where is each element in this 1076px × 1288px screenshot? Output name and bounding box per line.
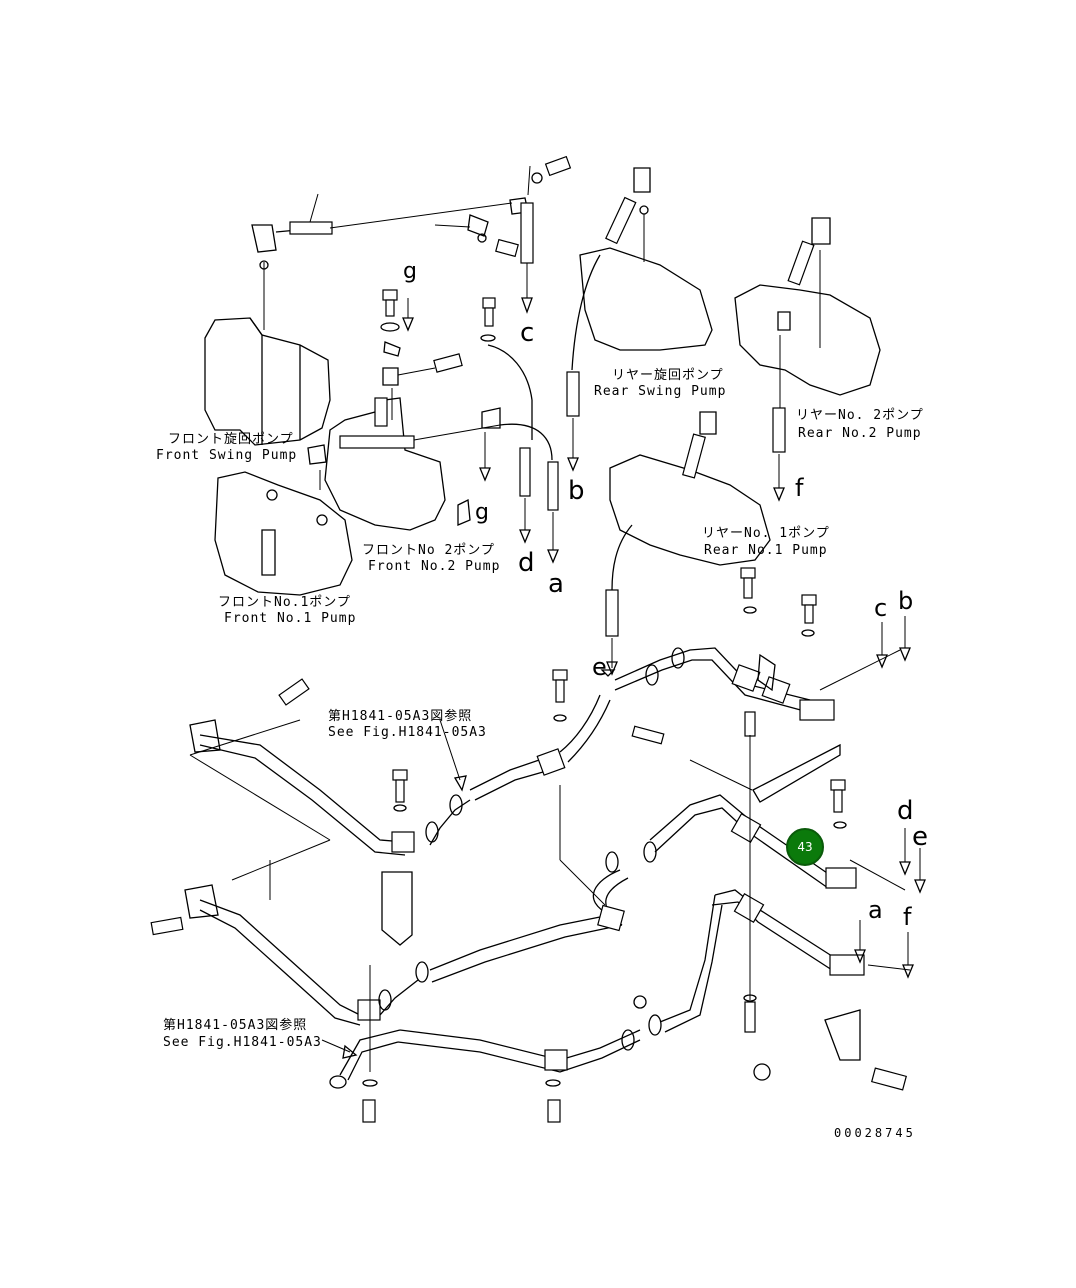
ref-letter-b: b: [568, 476, 585, 506]
ref-letter-d: d: [518, 548, 535, 578]
rear-no1-pump-drawing: [605, 411, 771, 676]
document-number: 00028745: [834, 1126, 916, 1140]
ref-letter-c: c: [874, 594, 888, 622]
front-no1-pump-label-en: Front No.1 Pump: [224, 611, 357, 626]
front-swing-pump-label-jp: フロント旋回ポンプ: [168, 432, 294, 447]
front-swing-pump-drawing: [204, 193, 513, 446]
rear-no1-pump-label-jp: リヤーNo. 1ポンプ: [702, 526, 830, 541]
ref-letter-a: a: [548, 569, 564, 599]
see-fig-upper-jp: 第H1841-05A3図参照: [328, 709, 473, 724]
see-fig-lower-en: See Fig.H1841-05A3: [163, 1035, 322, 1050]
ref-letter-b: b: [898, 587, 914, 615]
see-fig-lower-jp: 第H1841-05A3図参照: [163, 1018, 308, 1033]
rear-no1-pump-label-en: Rear No.1 Pump: [704, 543, 828, 558]
front-no1-pump-drawing: [214, 471, 353, 596]
front-no1-pump-label-jp: フロントNo.1ポンプ: [218, 595, 351, 610]
rear-swing-pump-label-en: Rear Swing Pump: [594, 384, 727, 399]
ref-letter-d: d: [897, 796, 914, 826]
ref-letter-f: f: [903, 903, 912, 931]
ref-letter-g: g: [475, 500, 489, 525]
front-swing-pump-label-en: Front Swing Pump: [156, 448, 298, 463]
ref-letter-f: f: [795, 474, 804, 502]
ref-letter-g: g: [403, 259, 417, 284]
ref-letter-e: e: [592, 653, 607, 681]
front-no2-pump-label-jp: フロントNo 2ポンプ: [362, 543, 495, 558]
rear-swing-pump-drawing: [566, 167, 713, 472]
part-callout-43[interactable]: 43: [786, 828, 824, 866]
see-fig-upper-en: See Fig.H1841-05A3: [328, 725, 487, 740]
rear-no2-pump-label-jp: リヤーNo. 2ポンプ: [796, 408, 924, 423]
front-no2-pump-label-en: Front No.2 Pump: [368, 559, 501, 574]
ref-letter-a: a: [868, 896, 883, 924]
pipe-network: [150, 567, 911, 1123]
reference-arrows: [321, 616, 926, 1059]
g-bolt-stack: [380, 289, 533, 482]
top-fittings-group: [434, 155, 572, 314]
rear-no2-pump-drawing: [734, 217, 881, 502]
front-no2-pump-drawing: [307, 397, 559, 564]
rear-no2-pump-label-en: Rear No.2 Pump: [798, 426, 922, 441]
ref-letter-e: e: [912, 822, 928, 852]
rear-swing-pump-label-jp: リヤー旋回ポンプ: [612, 368, 724, 383]
ref-letter-c: c: [520, 318, 535, 348]
